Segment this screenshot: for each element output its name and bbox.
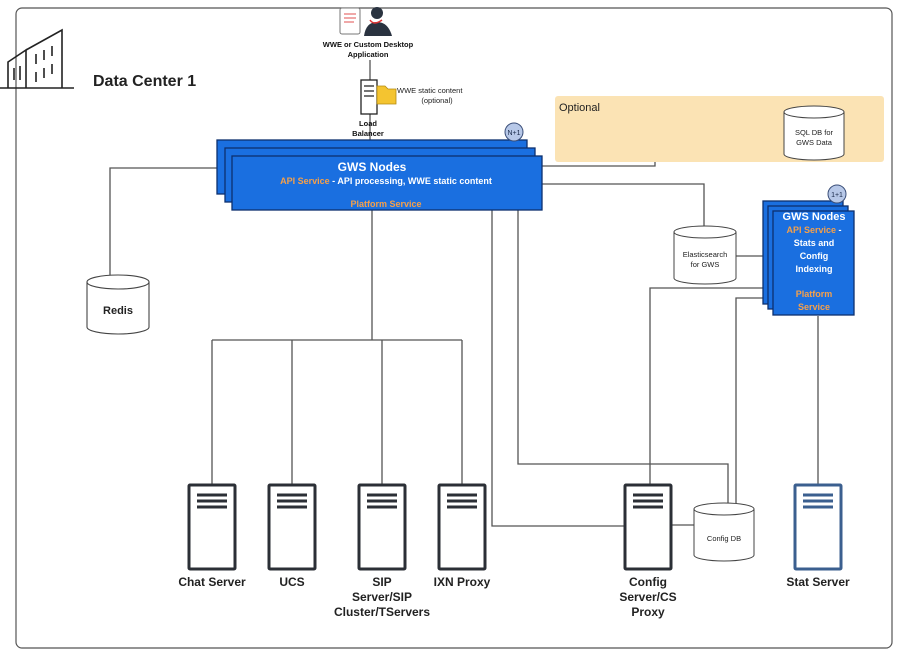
gws-index-line4: Indexing (795, 264, 832, 274)
config-server-line3: Proxy (631, 605, 665, 619)
gws-main-node (231, 155, 543, 211)
optional-label: Optional (559, 102, 600, 114)
elasticsearch-line1: Elasticsearch (683, 250, 728, 259)
client-label-line2: Application (348, 50, 389, 59)
sip-server-line2: Server/SIP (352, 590, 412, 604)
load-balancer-line1: Load (359, 119, 377, 128)
gws-main-badge-label: N+1 (507, 130, 520, 137)
elasticsearch-cylinder (673, 225, 737, 285)
sip-server-line3: Cluster/TServers (334, 605, 430, 619)
gws-main-platform: Platform Service (350, 199, 421, 209)
gws-index-api-line: API Service - (786, 225, 841, 235)
gws-main-badge (504, 122, 524, 142)
static-content-line2: (optional) (421, 96, 453, 105)
static-content-line1: WWE static content (397, 86, 463, 95)
sql-db-line2: GWS Data (796, 138, 833, 147)
gws-index-stack (762, 200, 855, 316)
client-label-line1: WWE or Custom Desktop (323, 40, 414, 49)
gws-index-badge-label: 1+1 (831, 192, 843, 199)
gws-main-api-label: API Service (280, 176, 330, 186)
building-icon (0, 28, 74, 89)
gws-index-api-label: API Service (786, 225, 836, 235)
ucs-label: UCS (279, 575, 304, 589)
chat-server-icon (187, 483, 237, 571)
gws-main-api-line: API Service - API processing, WWE static… (280, 176, 492, 186)
gws-main-stack (216, 139, 543, 211)
load-balancer-line2: Balancer (352, 129, 384, 138)
redis-cylinder (86, 274, 150, 335)
gws-index-api-suffix: - (836, 225, 842, 235)
gws-main-api-desc: - API processing, WWE static content (330, 176, 492, 186)
data-center-frame (15, 7, 893, 649)
gws-index-line2: Stats and (794, 238, 835, 248)
ixn-proxy-server-icon (437, 483, 487, 571)
load-balancer-icon (360, 79, 378, 115)
sql-db-cylinder (783, 105, 845, 161)
gws-index-node (772, 210, 855, 316)
gws-main-title: GWS Nodes (338, 160, 407, 174)
stat-server-icon (793, 483, 843, 571)
data-center-title: Data Center 1 (93, 73, 196, 90)
gws-index-line3: Config (800, 251, 829, 261)
ucs-server-icon (267, 483, 317, 571)
gws-index-title: GWS Nodes (783, 211, 846, 223)
config-db-cylinder (693, 502, 755, 562)
folder-icon (376, 85, 397, 105)
redis-label: Redis (103, 305, 133, 317)
desktop-app-icon (339, 7, 392, 36)
config-db-label: Config DB (707, 534, 741, 543)
gws-index-platform1: Platform (796, 289, 833, 299)
sip-server-line1: SIP (372, 575, 391, 589)
config-server-line2: Server/CS (619, 590, 676, 604)
sql-db-line1: SQL DB for (795, 128, 834, 137)
gws-index-platform2: Service (798, 302, 830, 312)
gws-index-badge (827, 184, 847, 204)
elasticsearch-line2: for GWS (691, 260, 720, 269)
stat-server-label: Stat Server (786, 575, 850, 589)
ixn-proxy-label: IXN Proxy (434, 575, 491, 589)
chat-server-label: Chat Server (178, 575, 246, 589)
sip-server-icon (357, 483, 407, 571)
config-server-line1: Config (629, 575, 667, 589)
config-server-icon (623, 483, 673, 571)
